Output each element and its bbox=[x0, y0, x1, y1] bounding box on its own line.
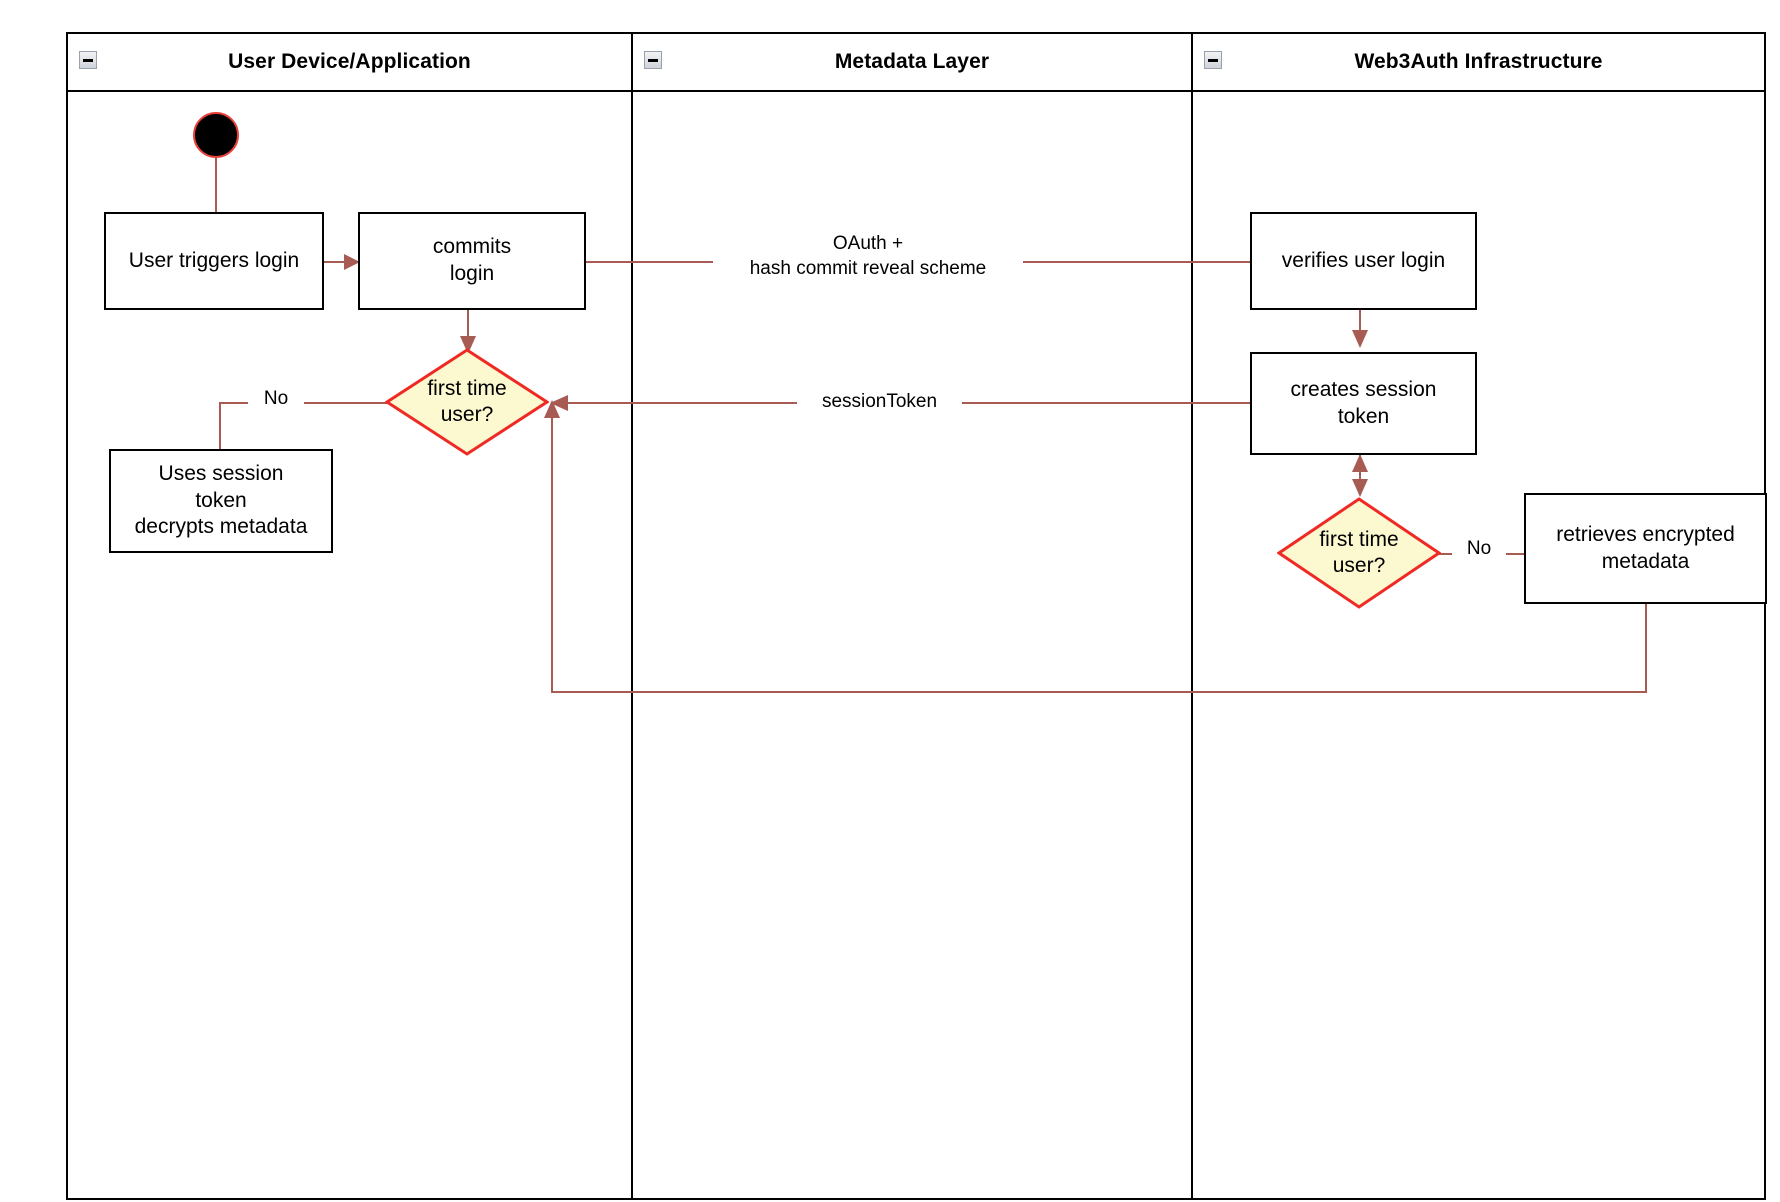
connector-return-path-up bbox=[551, 410, 553, 693]
arrowhead-up-to-creates-session-token bbox=[1352, 454, 1368, 472]
activity-label-line1: creates session bbox=[1290, 377, 1437, 401]
connector-session-token-right-segment bbox=[950, 402, 1250, 404]
collapse-minus-icon[interactable] bbox=[1204, 51, 1222, 69]
connector-verifies-to-creates-token bbox=[1359, 310, 1361, 340]
lane-web3auth-infrastructure: Web3Auth Infrastructure bbox=[1191, 34, 1764, 1198]
activity-label-line3: decrypts metadata bbox=[134, 515, 308, 539]
edge-label-session-token: sessionToken bbox=[797, 390, 962, 415]
connector-start-to-user-triggers-login bbox=[215, 155, 217, 213]
edge-label-no-left: No bbox=[248, 387, 304, 412]
arrowhead-down-to-decision-right bbox=[1352, 479, 1368, 497]
connector-commits-to-oauth-left bbox=[585, 261, 725, 263]
edge-label-no-right: No bbox=[1452, 537, 1506, 562]
activity-label-line2: token bbox=[195, 488, 247, 512]
arrowhead-return-to-decision-left bbox=[544, 400, 560, 418]
connector-retrieves-down bbox=[1645, 604, 1647, 693]
activity-uses-session-token[interactable]: Uses session token decrypts metadata bbox=[109, 449, 333, 553]
activity-label-line1: Uses session bbox=[158, 461, 284, 485]
connector-session-token-left-segment bbox=[563, 402, 797, 404]
activity-verifies-user-login[interactable]: verifies user login bbox=[1250, 212, 1477, 310]
decision-first-time-user-left[interactable]: first time user? bbox=[385, 348, 549, 456]
activity-label-line2: metadata bbox=[1601, 549, 1690, 573]
arrowhead-to-creates-session-token bbox=[1352, 330, 1368, 348]
connector-decision-left-no-branch bbox=[219, 402, 396, 404]
activity-label-line2: token bbox=[1337, 404, 1390, 428]
lane-title-user-device: User Device/Application bbox=[228, 50, 471, 73]
arrowhead-to-commits-login bbox=[344, 254, 360, 270]
lane-header-web3auth-infrastructure: Web3Auth Infrastructure bbox=[1193, 34, 1764, 92]
connector-return-path-horizontal bbox=[551, 691, 1647, 693]
collapse-minus-icon[interactable] bbox=[79, 51, 97, 69]
activity-commits-login[interactable]: commits login bbox=[358, 212, 586, 310]
arrowhead-session-token-to-decision bbox=[550, 395, 568, 411]
connector-oauth-to-verifies-login bbox=[1010, 261, 1250, 263]
connector-no-branch-down bbox=[219, 402, 221, 449]
edge-label-oauth: OAuth + hash commit reveal scheme bbox=[713, 232, 1023, 282]
activity-label-line1: retrieves encrypted bbox=[1556, 522, 1735, 546]
lane-title-web3auth-infrastructure: Web3Auth Infrastructure bbox=[1354, 50, 1603, 73]
lane-header-metadata-layer: Metadata Layer bbox=[633, 34, 1191, 92]
lane-title-metadata-layer: Metadata Layer bbox=[834, 50, 990, 73]
start-node[interactable] bbox=[193, 112, 239, 158]
lane-user-device: User Device/Application bbox=[68, 34, 631, 1198]
activity-label: verifies user login bbox=[1281, 248, 1446, 272]
activity-label-line2: login bbox=[449, 262, 495, 285]
activity-retrieves-encrypted-metadata[interactable]: retrieves encrypted metadata bbox=[1524, 493, 1767, 604]
lane-header-user-device: User Device/Application bbox=[68, 34, 631, 92]
arrowhead-to-decision-left bbox=[460, 336, 476, 354]
activity-label: User triggers login bbox=[128, 248, 300, 272]
activity-user-triggers-login[interactable]: User triggers login bbox=[104, 212, 324, 310]
connector-creates-token-to-decision-right bbox=[1359, 455, 1361, 495]
swimlane-pool: User Device/Application Metadata Layer W… bbox=[66, 32, 1766, 1200]
collapse-minus-icon[interactable] bbox=[644, 51, 662, 69]
connector-commits-to-decision-left bbox=[467, 310, 469, 348]
activity-creates-session-token[interactable]: creates session token bbox=[1250, 352, 1477, 455]
decision-first-time-user-right[interactable]: first time user? bbox=[1277, 497, 1441, 609]
connector-user-triggers-to-commits bbox=[323, 261, 349, 263]
lane-metadata-layer: Metadata Layer bbox=[631, 34, 1191, 1198]
activity-label-line1: commits bbox=[432, 235, 512, 259]
